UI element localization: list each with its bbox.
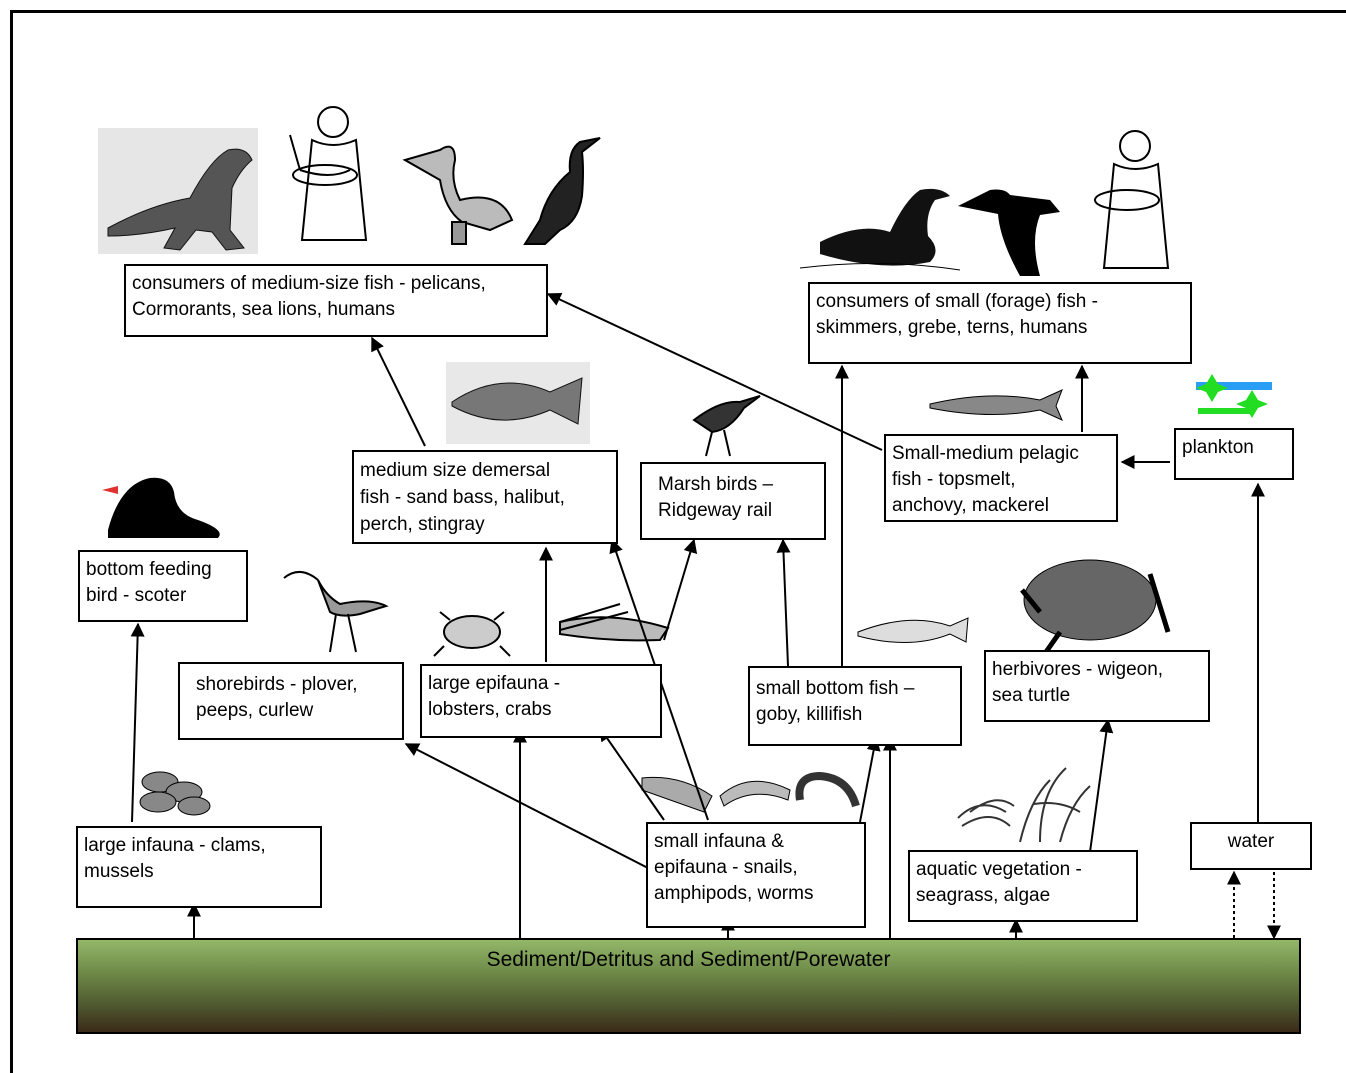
crab-icon [433,611,511,657]
node-line: consumers of small (forage) fish - [816,291,1098,312]
node-line: fish - topsmelt, [892,469,1016,490]
scoter-icon [102,477,220,538]
node-line: herbivores - wigeon, [992,659,1164,680]
bass-icon [446,362,590,444]
node-water: water [1190,822,1312,870]
node-line: medium size demersal [360,460,551,481]
node-line: small infauna & [654,831,784,852]
node-line: epifauna - snails, [654,857,798,878]
node-line: plankton [1182,437,1254,458]
node-consumers-medium-fish: consumers of medium-size fish - pelicans… [124,264,548,337]
skimmer-icon [958,189,1060,276]
node-line: mussels [84,861,154,882]
node-aquatic-vegetation: aquatic vegetation - seagrass, algae [908,850,1138,922]
node-line: consumers of medium-size fish - pelicans… [132,273,486,294]
node-line: peeps, curlew [196,700,314,721]
node-line: skimmers, grebe, terns, humans [816,317,1088,338]
clams-icon [139,771,211,816]
fisherman-icon [289,106,368,241]
node-line: water [1227,831,1275,852]
seagrass-icon [957,799,1015,827]
node-medium-demersal-fish: medium size demersal fish - sand bass, h… [352,450,618,544]
node-herbivores: herbivores - wigeon, sea turtle [984,650,1210,722]
node-line: shorebirds - plover, [196,674,358,695]
cormorant-icon [523,137,601,245]
link-smallinfauna-to-shorebirds [404,743,649,869]
link-smallinfauna-to-largeepifauna [599,726,665,821]
node-line: Ridgeway rail [658,500,773,521]
node-plankton: plankton [1174,428,1294,480]
node-line: large infauna - clams, [84,835,266,856]
node-shorebirds: shorebirds - plover, peeps, curlew [178,662,404,740]
node-small-bottom-fish: small bottom fish – goby, killifish [748,666,962,746]
node-line: fish - sand bass, halibut, [360,487,565,508]
sediment-bar: Sediment/Detritus and Sediment/Porewater [76,938,1301,1034]
node-line: sea turtle [992,685,1071,706]
node-line: seagrass, algae [916,885,1051,906]
node-line: goby, killifish [756,704,863,725]
node-pelagic-fish: Small-medium pelagic fish - topsmelt, an… [884,434,1118,522]
node-line: bird - scoter [86,585,187,606]
sea-lion-icon [98,128,258,254]
node-line: small bottom fish – [756,678,915,699]
link-smallinfauna-to-smallbottom [859,736,881,823]
plankton-icon [1196,374,1272,418]
fisherman-icon [1094,130,1170,269]
rail-icon [692,395,761,457]
link-largeinfauna-to-scoter [130,622,145,823]
node-line: perch, stingray [360,514,485,535]
node-line: Small-medium pelagic [892,443,1079,464]
node-line: aquatic vegetation - [916,859,1082,880]
node-line: Marsh birds – [658,474,774,495]
goby-icon [857,617,969,643]
worm-icon [795,771,860,808]
amphipod-icon [719,780,791,807]
node-marsh-birds: Marsh birds – Ridgeway rail [640,462,826,540]
node-line: anchovy, mackerel [892,495,1049,516]
link-smallbottom-to-marshbirds [776,538,791,667]
curlew-icon [283,571,389,653]
link-demersal-to-medium-consumers [371,336,426,447]
link-largeepifauna-to-marshbirds [663,538,698,641]
sea-turtle-icon [1020,559,1171,654]
node-line: amphipods, worms [654,883,814,904]
snail-icon [641,776,713,813]
node-line: large epifauna - [428,673,561,694]
node-small-infauna: small infauna & epifauna - snails, amphi… [646,822,866,928]
link-vegetation-to-herbivores [1089,718,1114,853]
node-large-epifauna: large epifauna - lobsters, crabs [420,664,662,738]
grebe-icon [799,188,961,271]
diagram-frame [10,10,1346,1073]
pelican-icon [402,145,514,245]
node-bottom-feeding-bird: bottom feeding bird - scoter [78,550,248,622]
node-line: bottom feeding [86,559,212,580]
link-pelagic-to-medium-consumers [546,292,883,451]
node-line: lobsters, crabs [428,699,552,720]
node-large-infauna: large infauna - clams, mussels [76,826,322,908]
sediment-label: Sediment/Detritus and Sediment/Porewater [486,948,891,971]
anchovy-icon [929,389,1063,421]
node-consumers-small-fish: consumers of small (forage) fish - skimm… [808,282,1192,364]
node-line: Cormorants, sea lions, humans [132,299,395,320]
algae-icon [1019,767,1091,843]
